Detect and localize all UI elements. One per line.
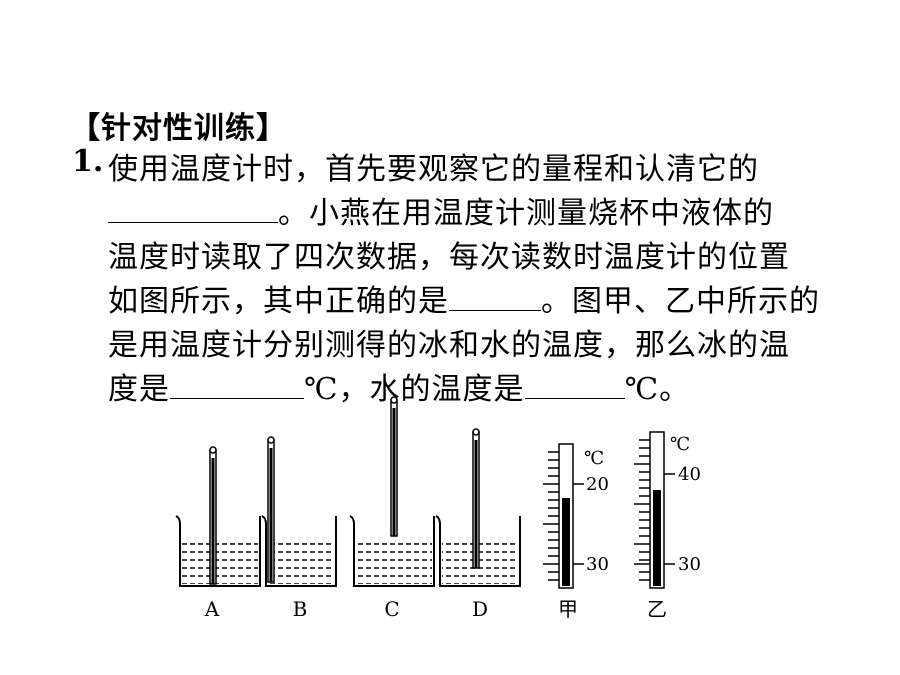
thermometer-jia: ℃ 20 30 甲 bbox=[543, 443, 609, 621]
beaker-c: C bbox=[349, 396, 435, 621]
question-line-3: 温度时读取了四次数据，每次读数时温度计的位置 bbox=[108, 240, 790, 275]
answer-blank-3[interactable] bbox=[170, 370, 304, 399]
thermometer-d bbox=[472, 428, 480, 569]
beaker-label-b: B bbox=[293, 597, 308, 621]
thermo-jia-tick-20: 20 bbox=[586, 474, 609, 495]
thermo-yi-unit: ℃ bbox=[670, 434, 690, 455]
question-line-6: 度是 ℃，水的温度是 ℃。 bbox=[108, 364, 690, 408]
answer-blank-2[interactable] bbox=[449, 282, 541, 311]
beaker-a: A bbox=[175, 446, 261, 621]
question-line-4-text-a: 如图所示，其中正确的是 bbox=[108, 284, 449, 319]
question-line-6-text-c: ℃。 bbox=[624, 372, 691, 407]
question-line-6-text-a: 度是 bbox=[108, 372, 170, 407]
answer-blank-1[interactable] bbox=[108, 194, 278, 223]
thermometer-c bbox=[390, 396, 398, 537]
beaker-label-a: A bbox=[204, 597, 220, 621]
thermo-jia-tick-30: 30 bbox=[586, 554, 609, 575]
question-line-2: 。小燕在用温度计测量烧杯中液体的 bbox=[108, 188, 774, 232]
thermo-yi-tick-40: 40 bbox=[678, 464, 701, 485]
thermo-yi-tick-30: 30 bbox=[678, 554, 701, 575]
question-line-1: 使用温度计时，首先要观察它的量程和认清它的 bbox=[108, 152, 759, 187]
thermometer-yi: ℃ 40 30 乙 bbox=[634, 431, 701, 621]
beaker-d: D bbox=[435, 428, 521, 621]
question-number: 1. bbox=[72, 144, 104, 179]
question-line-2-text: 。小燕在用温度计测量烧杯中液体的 bbox=[278, 196, 774, 231]
thermometer-b bbox=[267, 436, 275, 583]
beaker-b: B bbox=[261, 436, 337, 621]
section-heading: 【针对性训练】 bbox=[70, 111, 287, 146]
thermo-jia-unit: ℃ bbox=[584, 448, 604, 469]
question-line-5: 是用温度计分别测得的冰和水的温度，那么冰的温 bbox=[108, 328, 790, 363]
thermo-jia-label: 甲 bbox=[558, 597, 578, 621]
question-line-4-text-b: 。图甲、乙中所示的 bbox=[541, 284, 820, 319]
beaker-label-c: C bbox=[384, 597, 399, 621]
thermo-yi-label: 乙 bbox=[647, 597, 667, 621]
beaker-label-d: D bbox=[472, 597, 488, 621]
question-line-4: 如图所示，其中正确的是 。图甲、乙中所示的 bbox=[108, 276, 820, 320]
question-line-6-text-b: ℃，水的温度是 bbox=[304, 372, 525, 407]
thermometer-figure: A B C D bbox=[175, 396, 701, 621]
answer-blank-4[interactable] bbox=[524, 370, 625, 399]
thermometer-a bbox=[209, 446, 217, 585]
